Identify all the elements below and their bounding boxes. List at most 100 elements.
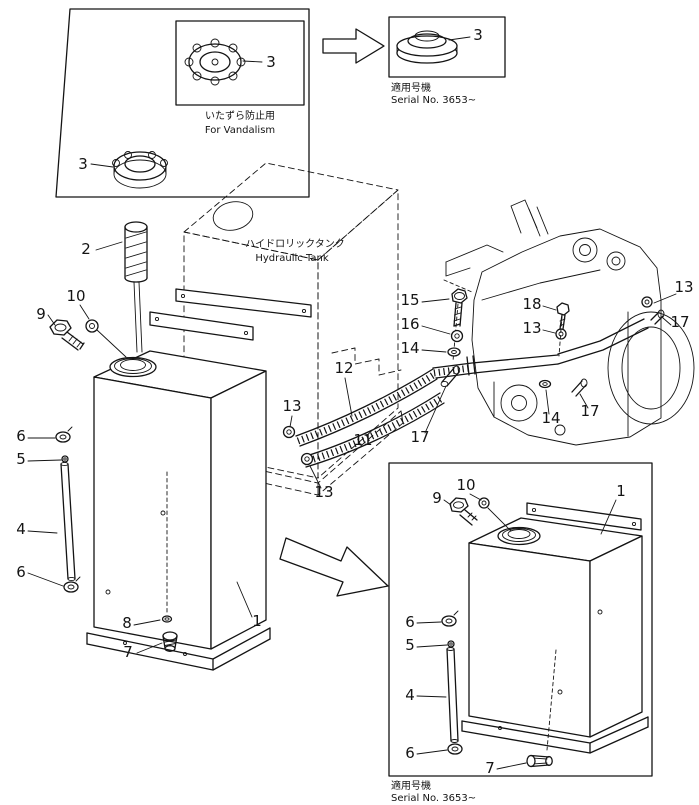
drain-plug [162, 631, 178, 641]
mounting-plate [526, 502, 642, 531]
callout-elbow-17-lower: 17 [580, 402, 599, 420]
callout-washer-main: 10 [66, 287, 85, 305]
callout-hose-12: 12 [334, 359, 353, 377]
leader-line [424, 385, 447, 434]
clamps-and-tube-main: 6 5 4 6 [16, 426, 81, 593]
engine [443, 199, 695, 446]
inset-arrow-bottom-icon [279, 537, 389, 597]
callout-washer-13-engine: 13 [522, 319, 541, 337]
leader-line [600, 499, 617, 535]
label-serial-top-jp: 適用号機 [391, 81, 431, 94]
filler-neck [109, 356, 157, 378]
leader-line [90, 163, 114, 168]
grommet [61, 455, 69, 463]
serial-tank-inset: 1 9 10 6 5 [388, 462, 653, 804]
hose-washer-upper [282, 425, 296, 439]
washer-14-lower [538, 379, 552, 389]
leader-line [416, 695, 447, 698]
label-serial-bottom-jp: 適用号機 [391, 779, 431, 792]
leader-line [421, 298, 450, 303]
callout-gasket: 8 [122, 614, 132, 632]
label-hydraulic-tank-en: Hydraulic Tank [255, 253, 329, 264]
callout-bolt-15: 15 [400, 291, 419, 309]
leader-line [542, 305, 557, 311]
callout-grommet: 5 [16, 450, 26, 468]
callout-washer-14-lower: 14 [541, 409, 560, 427]
mounting-plate-lower [149, 311, 254, 341]
callout-cap-serial: 3 [473, 26, 483, 44]
label-vandalism-jp: いたずら防止用 [205, 109, 275, 122]
leader-line [27, 572, 64, 587]
leader-line [242, 60, 263, 63]
leader-line [416, 621, 442, 624]
label-hydraulic-tank-jp: ハイドロリックタンク [245, 238, 344, 250]
inset-drain-plug [526, 754, 553, 768]
callout-tube: 4 [16, 520, 26, 538]
callout-washer-16: 16 [400, 315, 419, 333]
leader-line [443, 499, 452, 506]
main-tank: 1 [86, 350, 271, 671]
inset-tank [461, 502, 649, 754]
bolt-head [49, 319, 72, 336]
leader-line [416, 644, 448, 648]
label-serial-top-en: Serial No. 3653~ [391, 95, 476, 106]
callout-hose-washer-upper: 13 [282, 397, 301, 415]
leader-line [136, 642, 163, 654]
vandalism-inset: 3 いたずら防止用 For Vandalism 3 [55, 8, 310, 198]
hydraulic-tank-dashed: ハイドロリックタンク Hydraulic Tank [149, 162, 404, 496]
callout-cap-standard: 3 [78, 155, 88, 173]
inset-bolt-washer [449, 497, 512, 532]
leader-line [662, 317, 672, 326]
leader-line [95, 241, 123, 251]
inset-clamps-tube [441, 610, 463, 755]
tank-top-opening [212, 201, 254, 231]
leader-line [27, 459, 62, 462]
callout-inset-drain-plug: 7 [485, 759, 495, 777]
clamp-upper [55, 431, 71, 443]
leader-line [469, 493, 482, 501]
washer-16 [450, 329, 464, 343]
elbow-17-lower [571, 378, 588, 397]
label-serial-bottom-en: Serial No. 3653~ [391, 793, 476, 804]
clamp-lower [63, 581, 79, 593]
hose-12 [295, 368, 434, 437]
callout-clamp-lower: 6 [16, 563, 26, 581]
callout-washer-14: 14 [400, 339, 419, 357]
leader-line [27, 530, 58, 534]
washer-13-right [641, 296, 653, 308]
leader-line [421, 325, 451, 335]
leader-line [289, 415, 293, 428]
callout-elbow-17-right: 17 [670, 313, 689, 331]
callout-inset-grommet: 5 [405, 636, 415, 654]
hose-washer-lower [300, 452, 314, 466]
bolt-15 [451, 288, 468, 327]
drain-parts-main: 8 7 [122, 614, 178, 661]
inset-arrow-icon [322, 28, 385, 64]
bolt-and-washer-main: 9 10 [36, 287, 127, 358]
callout-hose-washer-lower: 13 [314, 483, 333, 501]
hoses: 13 12 11 13 [282, 359, 445, 501]
leader-line [542, 329, 556, 334]
washer-14 [447, 347, 461, 357]
callout-main-tank: 1 [252, 612, 262, 630]
leader-line [448, 36, 471, 41]
gasket-ring [161, 615, 173, 623]
leader-line [133, 619, 161, 626]
leader-line [579, 393, 589, 409]
leader-line [363, 429, 374, 435]
callout-inset-clamp-lower: 6 [405, 744, 415, 762]
callout-bolt-main: 9 [36, 305, 46, 323]
callout-inset-washer: 10 [456, 476, 475, 494]
leader-line [309, 465, 322, 489]
callout-elbow-17-center: 17 [410, 428, 429, 446]
label-vandalism-en: For Vandalism [205, 125, 275, 136]
callout-hose-11: 11 [353, 431, 372, 449]
callout-clamp-upper: 6 [16, 427, 26, 445]
serial-cap [396, 30, 458, 64]
leader-line [79, 304, 90, 320]
callout-inset-tank: 1 [616, 482, 626, 500]
callout-cap-vandalism: 3 [266, 53, 276, 71]
leader-line [496, 762, 527, 770]
